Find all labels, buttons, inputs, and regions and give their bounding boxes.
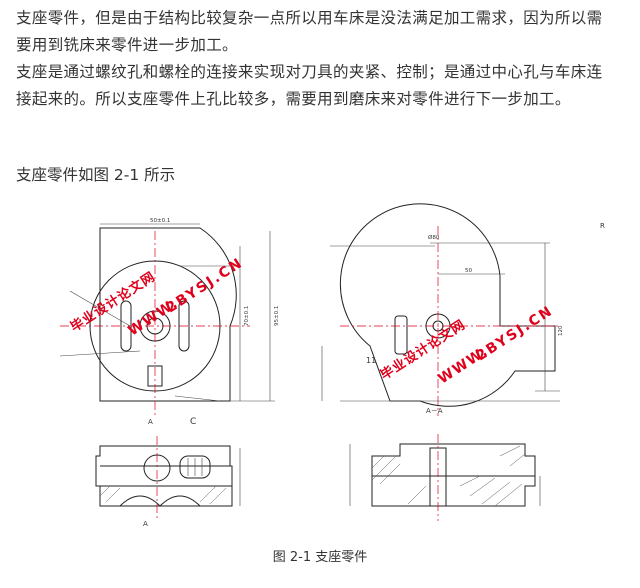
left-label-a2: A: [143, 520, 148, 528]
right-section-view: [349, 434, 541, 521]
right-section-label: A－A: [426, 407, 443, 415]
left-label-c: C: [190, 417, 196, 427]
right-dimension-120: 120: [558, 325, 564, 336]
left-top-dimension: 50±0.1: [150, 218, 170, 224]
right-dimension-50: 50: [465, 268, 472, 274]
figure-lead-text: 支座零件如图 2-1 所示: [16, 166, 176, 184]
left-right-dimension: 95±0.1: [274, 306, 280, 326]
right-top-dimension: Ø80: [428, 234, 440, 241]
right-watermark-domain: 2BYSJ.CN: [473, 303, 556, 365]
left-watermark: WWW. 2BYSJ.CN 毕业设计论文网: [67, 255, 246, 340]
right-label-11: 11: [366, 356, 376, 365]
paragraph-2: 支座是通过螺纹孔和螺栓的连接来实现对刀具的夹紧、控制；是通过中心孔与车床连接起来…: [16, 63, 603, 108]
left-label-a1: A: [148, 418, 153, 426]
technical-drawing: 50±0.1 70±0.1 95±0.1 C A A: [59, 203, 605, 528]
figure-caption: 图 2-1 支座零件: [272, 550, 368, 565]
right-watermark: WWW. 2BYSJ.CN 毕业设计论文网: [377, 303, 556, 388]
right-corner-label: R: [600, 222, 605, 230]
right-top-view: Ø80 50 120 11 A－A R: [321, 203, 605, 416]
left-top-view: 50±0.1 70±0.1 95±0.1 C A: [59, 218, 280, 427]
paragraph-1: 支座零件，但是由于结构比较复杂一点所以用车床是没法满足加工需求，因为所以需要用到…: [16, 9, 603, 54]
left-front-view: A: [95, 436, 241, 528]
left-inner-dimension: 70±0.1: [244, 306, 250, 326]
